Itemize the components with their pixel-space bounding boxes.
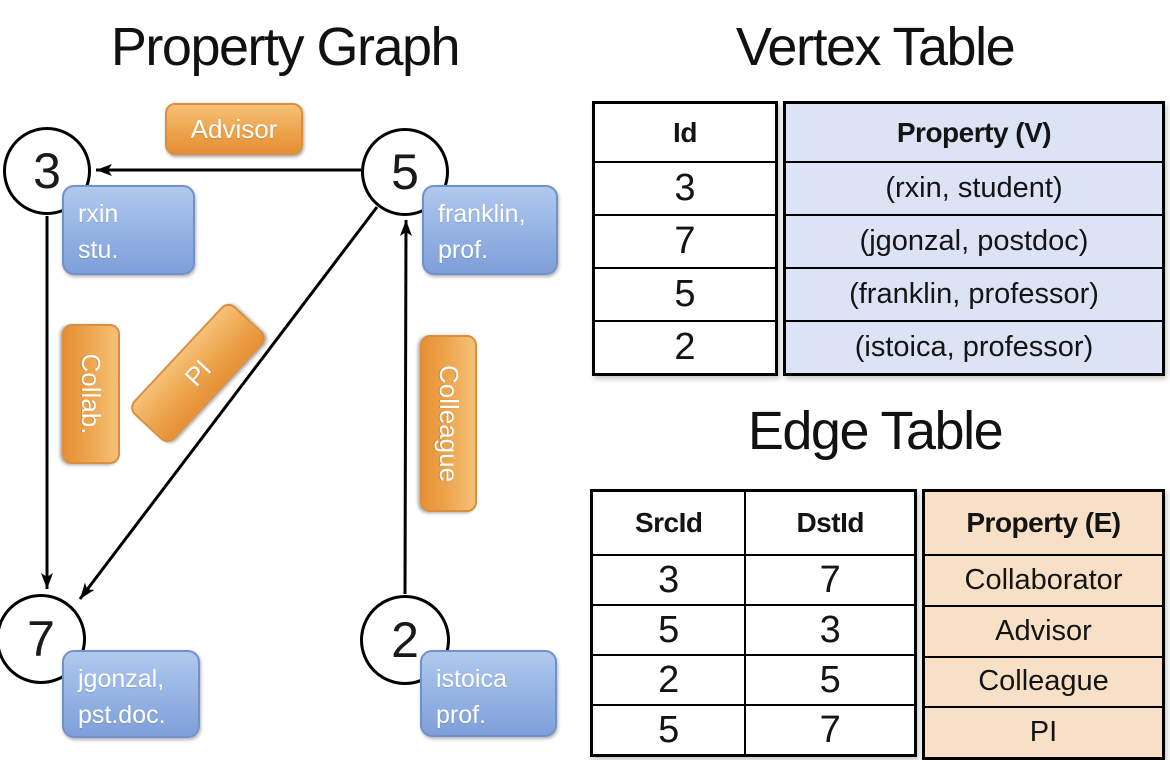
- vertex-box-line: pst.doc.: [78, 701, 166, 730]
- edge-table-property-column: Property (E) Collaborator Advisor Collea…: [922, 489, 1165, 760]
- vertex-box-jgonzal: jgonzal, pst.doc.: [62, 650, 200, 738]
- vertex-table-id-cell: 7: [595, 214, 775, 267]
- vertex-table-property-cell: (jgonzal, postdoc): [786, 214, 1162, 267]
- vertex-table-title: Vertex Table: [735, 17, 1016, 77]
- vertex-table-id-cell: 3: [595, 161, 775, 214]
- edge-label-collab: Collab.: [62, 324, 120, 464]
- edge-table-src-header: SrcId: [634, 507, 703, 538]
- edge-table-src-cell: 2: [593, 654, 745, 704]
- vertex-box-line: prof.: [436, 701, 487, 730]
- vertex-table-property-cell: (istoica, professor): [786, 320, 1162, 373]
- vertex-box-line: prof.: [438, 236, 489, 265]
- vertex-table-id-cell: 2: [595, 320, 775, 373]
- edge-table-src-cell: 5: [593, 604, 745, 654]
- vertex-table-property-header: Property (V): [896, 116, 1052, 148]
- vertex-circle-5: 5: [361, 128, 449, 216]
- vertex-table-id-header: Id: [673, 116, 697, 148]
- edge-table-dst-cell: 7: [744, 554, 914, 604]
- vertex-box-line: franklin,: [438, 200, 526, 228]
- edge-table-title: Edge Table: [747, 401, 1004, 461]
- vertex-id-2: 2: [391, 612, 419, 668]
- edge-table-dst-cell: 5: [744, 654, 914, 704]
- vertex-id-5: 5: [391, 144, 419, 200]
- edge-table-dst-header: DstId: [744, 492, 914, 554]
- vertex-table-property-cell: (rxin, student): [786, 161, 1162, 214]
- vertex-id-3: 3: [33, 143, 61, 199]
- property-graph-title: Property Graph: [110, 17, 461, 77]
- edge-table-dst-cell: 3: [744, 604, 914, 654]
- edge-table-property-cell: Colleague: [925, 655, 1162, 707]
- edge-table-src-dst-columns: SrcId DstId 3 7 5 3 2 5 5 7: [590, 489, 917, 757]
- edge-table-property-cell: PI: [925, 706, 1162, 757]
- vertex-id-7: 7: [27, 611, 55, 667]
- edge-5-to-7-pi: [78, 206, 379, 600]
- edge-table-src-cell: 5: [593, 704, 745, 754]
- vertex-table-id-cell: 5: [595, 267, 775, 320]
- vertex-box-line: rxin: [78, 200, 119, 228]
- edge-2-to-5-colleague: [399, 219, 412, 595]
- vertex-box-line: jgonzal,: [78, 665, 165, 693]
- edge-label-colleague: Colleague: [420, 335, 477, 512]
- vertex-box-line: stu.: [78, 236, 119, 265]
- vertex-box-istoica: istoica prof.: [420, 650, 557, 737]
- edge-table-src-cell: 3: [593, 554, 745, 604]
- vertex-table-property-cell: (franklin, professor): [786, 267, 1162, 320]
- vertex-table-property-column: Property (V) (rxin, student) (jgonzal, p…: [783, 101, 1165, 376]
- vertex-box-rxin: rxin stu.: [62, 185, 195, 275]
- vertex-table-id-column: Id 3 7 5 2: [592, 101, 778, 376]
- edge-table-property-cell: Collaborator: [925, 554, 1162, 605]
- edge-table-property-cell: Advisor: [925, 604, 1162, 656]
- edge-table-property-header: Property (E): [966, 507, 1121, 538]
- edge-table-dst-cell: 7: [744, 704, 914, 754]
- edge-label-advisor: Advisor: [165, 103, 303, 155]
- graph-edges-layer: [41, 164, 412, 600]
- vertex-box-line: istoica: [436, 665, 507, 693]
- vertex-box-franklin: franklin, prof.: [422, 185, 558, 275]
